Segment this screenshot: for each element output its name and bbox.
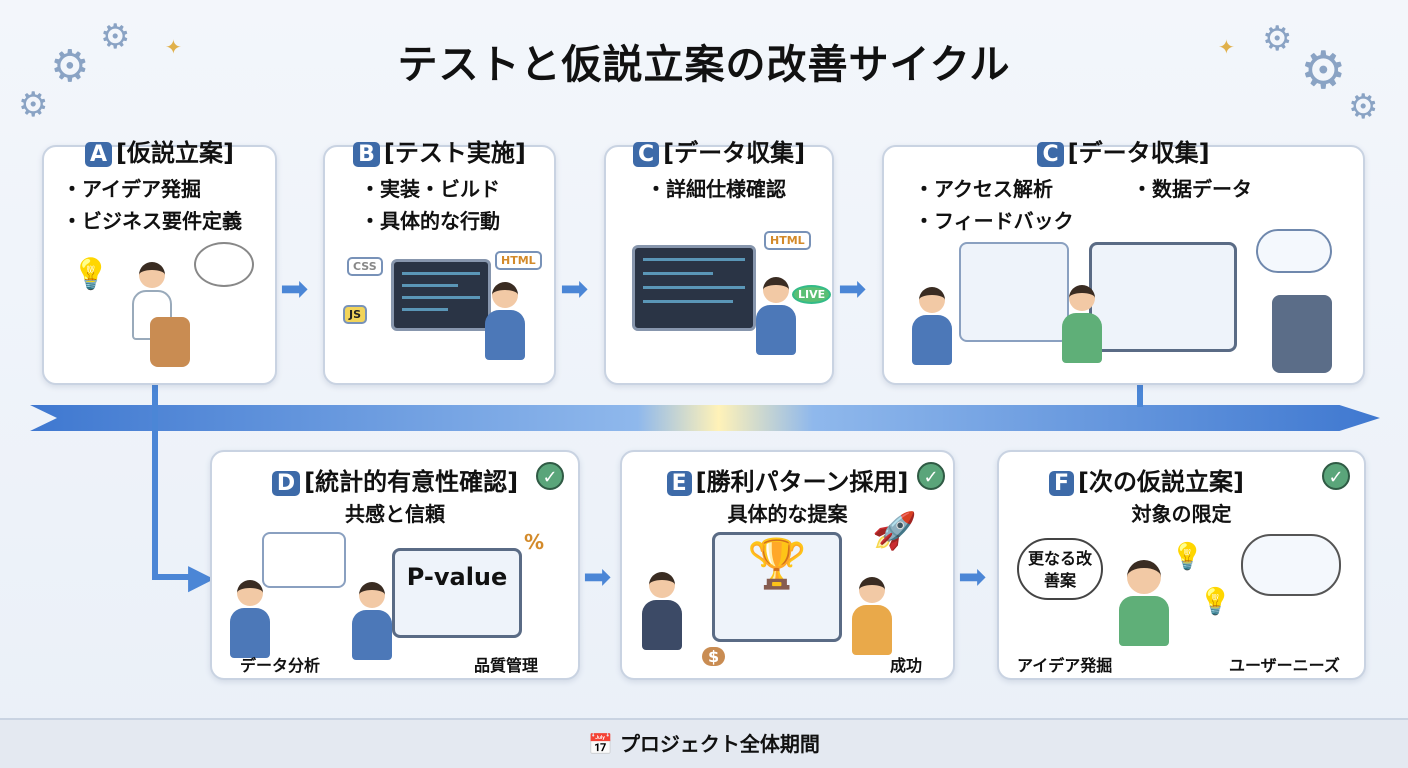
bullet: ・詳細仕様確認 bbox=[646, 177, 786, 201]
thinking-person bbox=[1119, 560, 1169, 646]
lightbulb-icon: 💡 bbox=[72, 257, 110, 292]
card-bullets: ・詳細仕様確認 bbox=[646, 173, 786, 205]
analyst-person bbox=[912, 287, 952, 365]
chart-monitor bbox=[1089, 242, 1237, 352]
arrow-right-icon: ➡ bbox=[583, 557, 612, 597]
calendar-icon: 📅 bbox=[588, 732, 620, 756]
card-title: [次の仮説立案] bbox=[1078, 468, 1244, 496]
arrow-right-icon: ▶ bbox=[188, 557, 215, 597]
step-badge: F bbox=[1049, 471, 1075, 496]
step-badge: C bbox=[1037, 142, 1064, 167]
flowchart-bubble bbox=[1241, 534, 1341, 596]
step-badge: C bbox=[632, 142, 660, 167]
connector-line bbox=[152, 385, 158, 580]
analytics-window bbox=[959, 242, 1069, 342]
label-quality-control: 品質管理 bbox=[474, 656, 539, 675]
gear-icon: ⚙ bbox=[100, 17, 131, 57]
bullet: ・具体的な行動 bbox=[360, 209, 500, 233]
gear-icon: ⚙ bbox=[1300, 41, 1347, 101]
arrow-right-icon: ➡ bbox=[560, 269, 589, 309]
card-subtitle: 対象の限定 bbox=[1131, 502, 1232, 526]
clipboard-icon bbox=[150, 317, 190, 367]
bar-chart-icon bbox=[262, 532, 346, 588]
monitor-code bbox=[632, 245, 756, 331]
connector-line bbox=[1137, 385, 1143, 407]
page-title: テストと仮説立案の改善サイクル bbox=[397, 42, 1011, 88]
check-icon: ✓ bbox=[917, 462, 945, 490]
step-badge: E bbox=[666, 471, 692, 496]
step-badge: A bbox=[85, 142, 113, 167]
label-success: 成功 bbox=[890, 656, 923, 675]
js-file-icon: JS bbox=[343, 305, 368, 324]
card-hypothesis: A[仮説立案] ・アイデア発掘・ビジネス要件定義 💡 bbox=[42, 139, 277, 385]
developer-person bbox=[756, 277, 796, 355]
card-title: [テスト実施] bbox=[383, 139, 526, 167]
card-title: [統計的有意性確認] bbox=[304, 468, 519, 496]
project-period-label: プロジェクト全体期間 bbox=[619, 732, 820, 756]
analyst-person bbox=[230, 580, 270, 658]
card-subtitle: 具体的な提案 bbox=[727, 502, 848, 526]
check-icon: ✓ bbox=[536, 462, 564, 490]
sparkle-icon: ✦ bbox=[165, 35, 182, 59]
card-next-hypothesis: F[次の仮説立案] ✓ 対象の限定 更なる改善案 💡 💡 アイデア発掘 ユーザー… bbox=[997, 450, 1366, 680]
arrow-right-icon: ➡ bbox=[280, 269, 309, 309]
step-badge: B bbox=[353, 142, 380, 167]
bullet: ・実装・ビルド bbox=[360, 177, 500, 201]
card-subtitle: 共感と信頼 bbox=[345, 502, 445, 526]
server-icon bbox=[1272, 295, 1332, 373]
bullet: ・アクセス解析 bbox=[914, 177, 1053, 201]
arrow-right-icon: ➡ bbox=[958, 557, 987, 597]
live-badge: LIVE bbox=[792, 285, 832, 304]
trophy-monitor: 🏆 bbox=[712, 532, 842, 642]
thought-bubble bbox=[194, 242, 254, 287]
analyst-person bbox=[352, 582, 392, 660]
gear-icon: ⚙ bbox=[1348, 87, 1379, 127]
bullet: ・数据データ bbox=[1132, 177, 1252, 201]
developer-person bbox=[485, 282, 525, 360]
card-data-collection-analysis: C[データ収集] ・アクセス解析 ・数据データ ・フィードバック bbox=[882, 139, 1365, 385]
money-bag-icon: $ bbox=[702, 647, 726, 666]
css-file-icon: CSS bbox=[347, 257, 383, 276]
card-title: [データ収集] bbox=[1067, 139, 1210, 167]
bullet: ・アイデア発掘 bbox=[62, 177, 201, 201]
gear-icon: ⚙ bbox=[18, 85, 49, 125]
card-bullets: ・アイデア発掘・ビジネス要件定義 bbox=[62, 173, 242, 237]
arrow-right-icon: ➡ bbox=[838, 269, 867, 309]
celebrating-person bbox=[642, 572, 682, 650]
celebrating-person bbox=[852, 577, 892, 655]
html-tag-icon: HTML bbox=[764, 231, 811, 250]
analyst-person bbox=[1062, 285, 1102, 363]
lightbulb-icon: 💡 bbox=[1171, 542, 1204, 572]
label-idea-discovery: アイデア発掘 bbox=[1017, 656, 1113, 675]
card-bullets: ・実装・ビルド・具体的な行動 bbox=[360, 173, 500, 237]
card-title: [勝利パターン採用] bbox=[695, 468, 909, 496]
project-period-bar: 📅 プロジェクト全体期間 bbox=[0, 718, 1408, 768]
card-title: [仮説立案] bbox=[116, 139, 234, 167]
p-value-screen: P-value bbox=[392, 548, 522, 638]
timeline-band bbox=[30, 405, 1380, 431]
percent-icon: % bbox=[524, 530, 545, 554]
card-title: [データ収集] bbox=[663, 139, 806, 167]
lightbulb-icon: 💡 bbox=[1199, 587, 1232, 617]
label-user-needs: ユーザーニーズ bbox=[1229, 656, 1340, 675]
connector-line bbox=[152, 574, 192, 580]
step-badge: D bbox=[271, 471, 301, 496]
card-data-collection: C[データ収集] ・詳細仕様確認 HTML LIVE bbox=[604, 139, 834, 385]
gear-icon: ⚙ bbox=[1262, 19, 1293, 59]
sparkle-icon: ✦ bbox=[1218, 35, 1235, 59]
cloud-database-icon bbox=[1256, 229, 1332, 273]
check-icon: ✓ bbox=[1322, 462, 1350, 490]
idea-bubble: 更なる改善案 bbox=[1017, 538, 1103, 600]
gear-icon: ⚙ bbox=[50, 41, 90, 92]
rocket-icon: 🚀 bbox=[872, 511, 917, 552]
bullet: ・フィードバック bbox=[914, 209, 1074, 233]
bullet: ・ビジネス要件定義 bbox=[62, 209, 242, 233]
label-data-analysis: データ分析 bbox=[240, 656, 321, 675]
html-tag-icon: HTML bbox=[495, 251, 542, 270]
monitor-code bbox=[391, 259, 491, 331]
card-winning-pattern: E[勝利パターン採用] ✓ 具体的な提案 🏆 🚀 $ 成功 bbox=[620, 450, 955, 680]
card-test: B[テスト実施] ・実装・ビルド・具体的な行動 CSS JS HTML bbox=[323, 139, 556, 385]
card-significance: D[統計的有意性確認] ✓ 共感と信頼 P-value % データ分析 品質管理 bbox=[210, 450, 580, 680]
